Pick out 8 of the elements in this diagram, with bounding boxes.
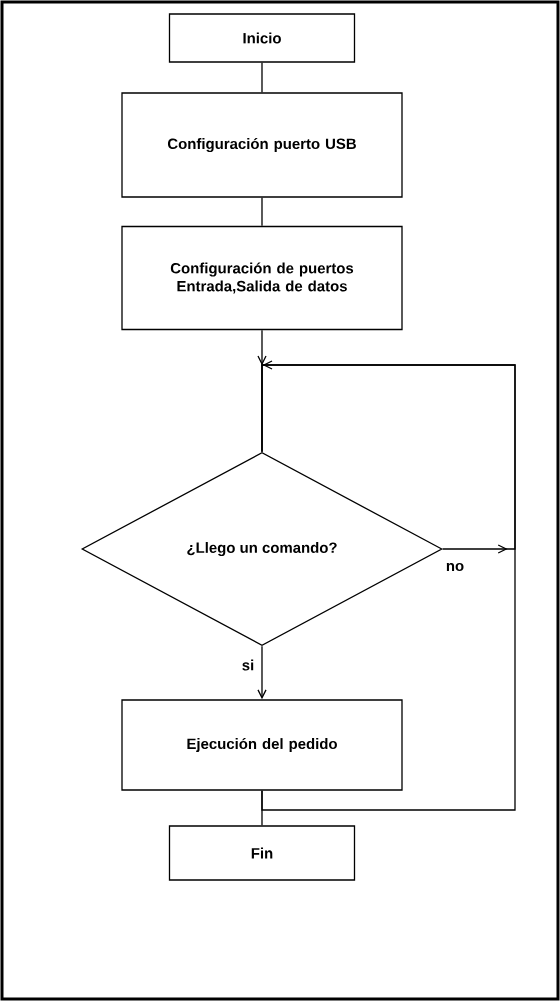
process-box: Fin — [168, 825, 356, 881]
edge-label: no — [444, 561, 466, 573]
process-box: Ejecución del pedido — [121, 699, 403, 791]
connector-arrow — [257, 645, 267, 700]
process-box: Configuración puerto USB — [121, 92, 403, 198]
edge-label: si — [240, 658, 256, 672]
process-box: Configuración de puertos Entrada,Salida de datos — [121, 225, 403, 331]
process-box: Inicio — [168, 13, 356, 63]
